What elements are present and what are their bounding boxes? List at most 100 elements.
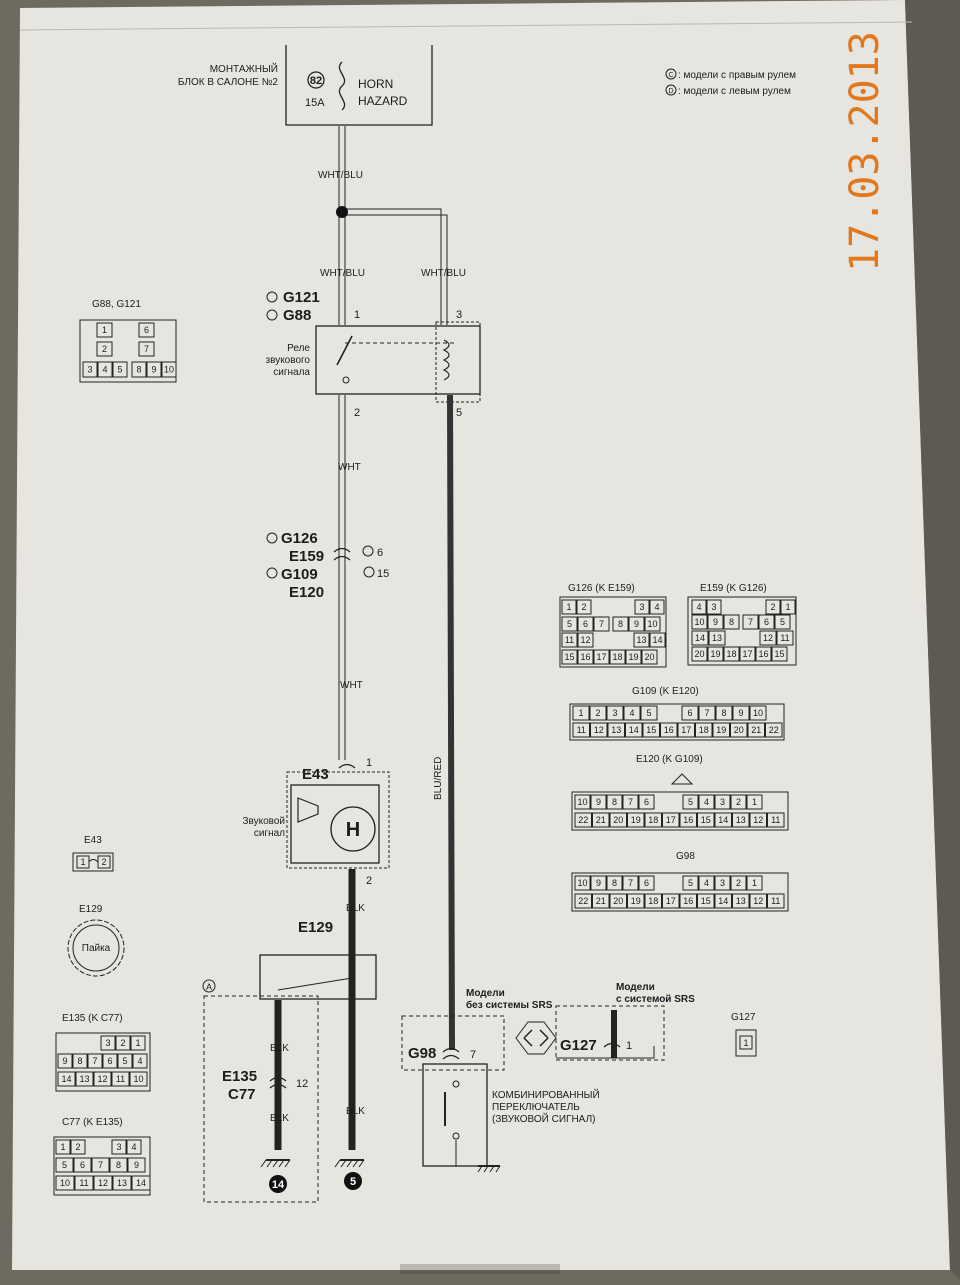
pin-number: 8 (116, 1160, 121, 1170)
wire-label-left: WHT/BLU (320, 268, 365, 279)
pin-number: 16 (683, 815, 693, 825)
pin-cell (572, 705, 590, 721)
pin-cell (642, 722, 660, 738)
pin-number: 12 (98, 1178, 108, 1188)
pin-cell (590, 875, 607, 891)
srs-variant-area: Модели без системы SRS Модели с системой… (401, 982, 695, 1071)
pin-cell (93, 1175, 113, 1191)
pin-cell (146, 361, 162, 378)
pin-number: 8 (612, 878, 617, 888)
pin-cell (767, 893, 785, 909)
pin-number: 2 (581, 602, 586, 612)
wire-label-blu-red: BLU/RED (433, 757, 444, 800)
relay-label-3: сигнала (273, 367, 310, 378)
pin-cell (715, 705, 733, 721)
pin-cell (593, 616, 610, 632)
horn-icon (297, 797, 319, 823)
pin-cell (574, 794, 591, 810)
pin-number: 3 (711, 602, 716, 612)
fuse-symbol (338, 61, 346, 111)
pin-cell (115, 1035, 131, 1051)
horn-e43: E43 1 2 H Звуковой сигнал (242, 757, 390, 887)
pin-number: 6 (644, 878, 649, 888)
pin-number: 2 (736, 878, 741, 888)
horn-label-1: Звуковой (242, 816, 285, 827)
pin-cell (730, 722, 748, 738)
pin-number: 11 (771, 896, 780, 906)
pin-number: 22 (578, 896, 588, 906)
pin-cell (623, 705, 641, 721)
wire-wht (338, 395, 346, 760)
fuse-number: 82 (310, 75, 322, 87)
pin-number: 7 (628, 878, 633, 888)
wire-label-top: WHT/BLU (318, 170, 363, 181)
pin-number: 14 (136, 1178, 146, 1188)
pin-number: 20 (694, 649, 704, 659)
pin-cell (622, 875, 639, 891)
pin-cell (57, 1071, 76, 1087)
pin-cell (765, 722, 783, 738)
pin-number: 1 (752, 797, 757, 807)
pin-number: 17 (666, 815, 676, 825)
mid-conn-1: G126 (281, 530, 318, 547)
pin-number: 10 (577, 878, 587, 888)
pin-cell (691, 646, 708, 662)
pin-number: 21 (596, 815, 606, 825)
pin-cell (707, 646, 724, 662)
fuse-name-1: HORN (358, 77, 393, 91)
pin-number: 10 (694, 617, 704, 627)
ground-5: 5 (334, 1159, 365, 1190)
pin-cell (609, 893, 627, 909)
pin-cell (742, 614, 759, 630)
fuse-block-label-1: МОНТАЖНЫЙ (210, 62, 278, 75)
pin-number: 13 (636, 635, 646, 645)
pin-number: 12 (763, 633, 773, 643)
pin-number: 8 (77, 1056, 82, 1066)
pin-number: 12 (753, 815, 763, 825)
pin-cell (70, 1139, 86, 1155)
pin-cell (739, 646, 756, 662)
pin-number: 5 (117, 365, 122, 375)
pin-number: 14 (718, 896, 728, 906)
pin-cell (609, 649, 626, 665)
pin-cell (691, 599, 707, 615)
pin-number: 15 (701, 896, 711, 906)
pin-cell (732, 705, 750, 721)
pin-number: 13 (79, 1074, 89, 1084)
relay-pin-3: 3 (456, 309, 462, 321)
pin-number: 14 (718, 815, 728, 825)
srs-no-2: без системы SRS (466, 999, 553, 1011)
pin-number: 7 (599, 619, 604, 629)
pin-cell (592, 893, 610, 909)
pin-number: 21 (751, 725, 761, 735)
pin-number: 6 (644, 797, 649, 807)
pin-cell (561, 599, 577, 615)
mid-conn-2: E159 (289, 548, 324, 565)
pin-cell (706, 599, 722, 615)
pin-number: 17 (666, 896, 676, 906)
pin-cell (138, 322, 155, 338)
pin-number: 1 (785, 602, 790, 612)
pin-number: 2 (595, 708, 600, 718)
pin-cell (73, 1157, 92, 1173)
e159-title: E159 (K G126) (700, 583, 767, 594)
pin-cell (691, 630, 709, 646)
mid-pin-left: 15 (377, 568, 389, 580)
pin-cell (57, 1053, 73, 1069)
pin-cell (561, 649, 578, 665)
pin-number: 9 (596, 797, 601, 807)
pin-cell (93, 1071, 112, 1087)
pin-number: 1 (102, 325, 107, 335)
pin-number: 1 (752, 878, 757, 888)
fuse-name-2: HAZARD (358, 94, 408, 108)
pin-number: 5 (688, 797, 693, 807)
relay-pin-2: 2 (354, 407, 360, 419)
pin-number: 19 (710, 649, 720, 659)
pin-number: 2 (736, 797, 741, 807)
pin-number: 2 (75, 1142, 80, 1152)
pin-cell (96, 322, 113, 338)
inline-connector: E135 C77 12 (222, 1068, 308, 1103)
